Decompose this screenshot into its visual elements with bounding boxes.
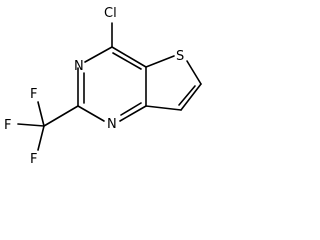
bond-cf3-f2 <box>17 123 45 127</box>
structure-diagram: Cl N N S F F F <box>0 0 212 178</box>
bond-c4-c4a <box>111 46 147 68</box>
atom-chlorine: Cl <box>104 6 117 21</box>
bond-s-c6 <box>186 60 202 85</box>
atom-fluorine-3: F <box>30 152 37 167</box>
bond-n1-c7a-double <box>120 102 142 116</box>
bonds <box>17 22 202 151</box>
bond-c4-n3 <box>84 46 113 63</box>
bond-c4-c4a-double <box>112 52 142 70</box>
bond-c6-c7 <box>180 83 202 111</box>
bond-cf3-f1 <box>37 101 45 127</box>
bond-cf3-f3 <box>37 125 45 151</box>
atom-nitrogen-top: N <box>74 59 84 74</box>
atom-labels: Cl N N S F F F <box>4 6 184 167</box>
bond-c2-cf3 <box>43 105 79 127</box>
atom-nitrogen-bottom: N <box>107 117 117 132</box>
bond-c7-c7a <box>145 105 182 111</box>
molecule-drawing: Cl N N S F F F <box>4 6 202 167</box>
bond-n1-c7a <box>119 105 147 122</box>
bond-c6-c7-double <box>178 85 196 106</box>
bond-c4a-s <box>145 55 175 68</box>
atom-sulfur: S <box>176 49 184 64</box>
bond-c2-n1 <box>77 105 105 122</box>
atom-fluorine-2: F <box>4 118 11 133</box>
atom-fluorine-1: F <box>30 87 37 102</box>
